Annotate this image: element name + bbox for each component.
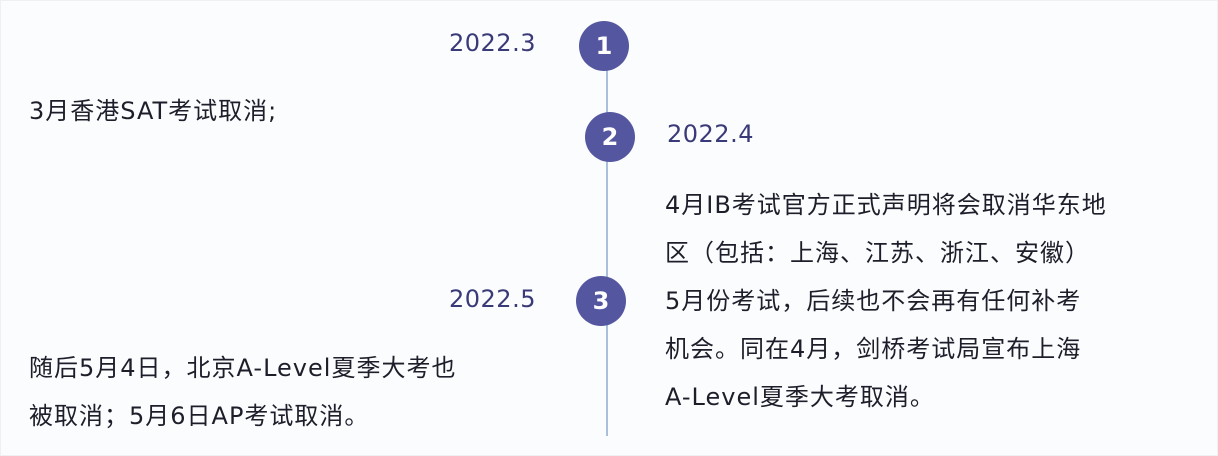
event-1-number-badge: 1	[579, 21, 629, 71]
event-2-line-2: 区（包括：上海、江苏、浙江、安徽）	[665, 239, 1090, 267]
event-2-date: 2022.4	[667, 120, 754, 148]
event-3-date: 2022.5	[449, 285, 536, 313]
event-2-line-4: 机会。同在4月，剑桥考试局宣布上海	[665, 335, 1082, 363]
event-1-line-1: 3月香港SAT考试取消;	[29, 97, 278, 125]
event-1-date: 2022.3	[449, 29, 536, 57]
event-2-line-5: A-Level夏季大考取消。	[665, 383, 935, 411]
event-2-line-3: 5月份考试，后续也不会再有任何补考	[665, 287, 1082, 315]
event-3-line-1: 随后5月4日，北京A-Level夏季大考也	[29, 354, 457, 382]
event-2-line-1: 4月IB考试官方正式声明将会取消华东地	[665, 191, 1107, 219]
event-2-description: 4月IB考试官方正式声明将会取消华东地 区（包括：上海、江苏、浙江、安徽） 5月…	[665, 181, 1107, 421]
timeline-line	[606, 41, 608, 436]
event-3-number-badge: 3	[576, 276, 626, 326]
event-3-line-2: 被取消；5月6日AP考试取消。	[29, 402, 370, 430]
event-1-description: 3月香港SAT考试取消;	[29, 87, 277, 135]
event-2-number-badge: 2	[585, 112, 635, 162]
event-3-description: 随后5月4日，北京A-Level夏季大考也 被取消；5月6日AP考试取消。	[29, 344, 456, 440]
